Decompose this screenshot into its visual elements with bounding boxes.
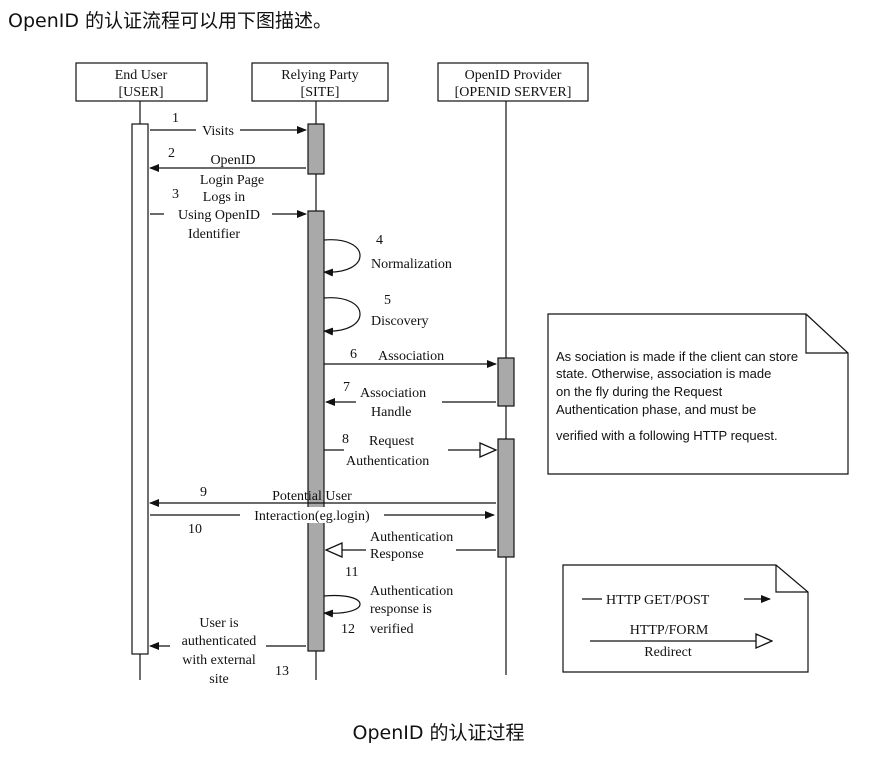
step-10-number: 10 bbox=[188, 522, 202, 537]
step-6-label: Association bbox=[378, 349, 444, 364]
step-7-label-1: Association bbox=[360, 386, 426, 401]
participant-site-tag: [SITE] bbox=[301, 85, 340, 100]
note-line-3: on the fly during the Request bbox=[556, 384, 723, 399]
legend-get-post-label: HTTP GET/POST bbox=[606, 593, 710, 608]
step-1-label: Visits bbox=[202, 124, 234, 139]
step-3-label-1: Logs in bbox=[203, 190, 245, 205]
association-note: As sociation is made if the client can s… bbox=[547, 313, 849, 475]
intro-text: OpenID 的认证流程可以用下图描述。 bbox=[8, 10, 333, 32]
step-7: 7 Association Handle bbox=[325, 380, 496, 420]
participant-site: Relying Party [SITE] bbox=[251, 62, 389, 102]
activation-server-1 bbox=[497, 357, 515, 407]
step-12-label-2: response is bbox=[370, 602, 432, 617]
participant-server: OpenID Provider [OPENID SERVER] bbox=[437, 62, 589, 102]
step-8-label-2: Authentication bbox=[346, 454, 429, 469]
step-6-number: 6 bbox=[350, 347, 357, 362]
step-9-number: 9 bbox=[200, 485, 207, 500]
participant-user-name: End User bbox=[115, 68, 168, 83]
participant-user: End User [USER] bbox=[75, 62, 208, 102]
step-7-number: 7 bbox=[343, 380, 350, 395]
step-12-label-1: Authentication bbox=[370, 584, 453, 599]
step-13-label-2: authenticated bbox=[182, 634, 257, 649]
step-12-label-3: verified bbox=[370, 622, 414, 637]
step-2-number: 2 bbox=[168, 146, 175, 161]
step-11-number: 11 bbox=[345, 565, 358, 580]
step-5: 5 Discovery bbox=[323, 293, 429, 336]
step-3-label-2: Using OpenID bbox=[178, 208, 260, 223]
participant-site-name: Relying Party bbox=[281, 68, 358, 83]
step-8-label-1: Request bbox=[369, 434, 414, 449]
activation-user bbox=[131, 123, 149, 655]
step-9: 9 Potential User bbox=[149, 485, 496, 507]
step-1: 1 Visits bbox=[150, 111, 307, 139]
step-4-label: Normalization bbox=[371, 257, 452, 272]
note-line-4: Authentication phase, and must be bbox=[556, 402, 756, 417]
legend-http-get-post: HTTP GET/POST bbox=[582, 593, 771, 608]
activation-server-2 bbox=[497, 438, 515, 558]
activation-site-2 bbox=[307, 210, 325, 652]
step-13-number: 13 bbox=[275, 664, 289, 679]
step-13-label-4: site bbox=[209, 672, 228, 687]
step-4: 4 Normalization bbox=[323, 233, 452, 277]
step-11: Authentication Response 11 bbox=[326, 530, 496, 580]
note-line-2: state. Otherwise, association is made bbox=[556, 366, 771, 381]
step-2-label-1: OpenID bbox=[210, 153, 255, 168]
legend-form-label-1: HTTP/FORM bbox=[630, 623, 709, 638]
step-11-label-1: Authentication bbox=[370, 530, 453, 545]
step-2-label-2: Login Page bbox=[200, 173, 264, 188]
legend-http-form-redirect: HTTP/FORM Redirect bbox=[590, 623, 772, 660]
step-12-number: 12 bbox=[341, 622, 355, 637]
step-11-label-2: Response bbox=[370, 547, 424, 562]
participant-server-name: OpenID Provider bbox=[465, 68, 562, 83]
step-4-number: 4 bbox=[376, 233, 383, 248]
step-13-label-1: User is bbox=[199, 616, 238, 631]
legend-form-label-2: Redirect bbox=[644, 645, 692, 660]
step-7-label-2: Handle bbox=[371, 405, 411, 420]
participant-server-tag: [OPENID SERVER] bbox=[455, 85, 572, 100]
step-3-label-3: Identifier bbox=[188, 227, 240, 242]
step-1-number: 1 bbox=[172, 111, 179, 126]
step-5-number: 5 bbox=[384, 293, 391, 308]
step-2: 2 OpenID Login Page bbox=[149, 146, 306, 188]
activation-site-1 bbox=[307, 123, 325, 175]
note-line-1: As sociation is made if the client can s… bbox=[556, 349, 798, 364]
participant-user-tag: [USER] bbox=[118, 85, 163, 100]
step-12: Authentication response is verified 12 bbox=[323, 584, 453, 637]
step-10: Interaction(eg.login) 10 bbox=[150, 507, 495, 537]
legend: HTTP GET/POST HTTP/FORM Redirect bbox=[562, 564, 809, 673]
step-8: 8 Request Authentication bbox=[324, 432, 496, 469]
step-8-number: 8 bbox=[342, 432, 349, 447]
step-13-label-3: with external bbox=[182, 653, 256, 668]
step-13: User is authenticated with external site… bbox=[149, 616, 306, 687]
figure-caption: OpenID 的认证过程 bbox=[352, 722, 525, 744]
step-3: 3 Logs in Using OpenID Identifier bbox=[150, 187, 307, 242]
step-10-label: Interaction(eg.login) bbox=[254, 509, 370, 524]
step-9-label: Potential User bbox=[272, 489, 352, 504]
step-3-number: 3 bbox=[172, 187, 179, 202]
note-line-5: verified with a following HTTP request. bbox=[556, 428, 778, 443]
step-6: 6 Association bbox=[324, 347, 497, 368]
step-5-label: Discovery bbox=[371, 314, 429, 329]
